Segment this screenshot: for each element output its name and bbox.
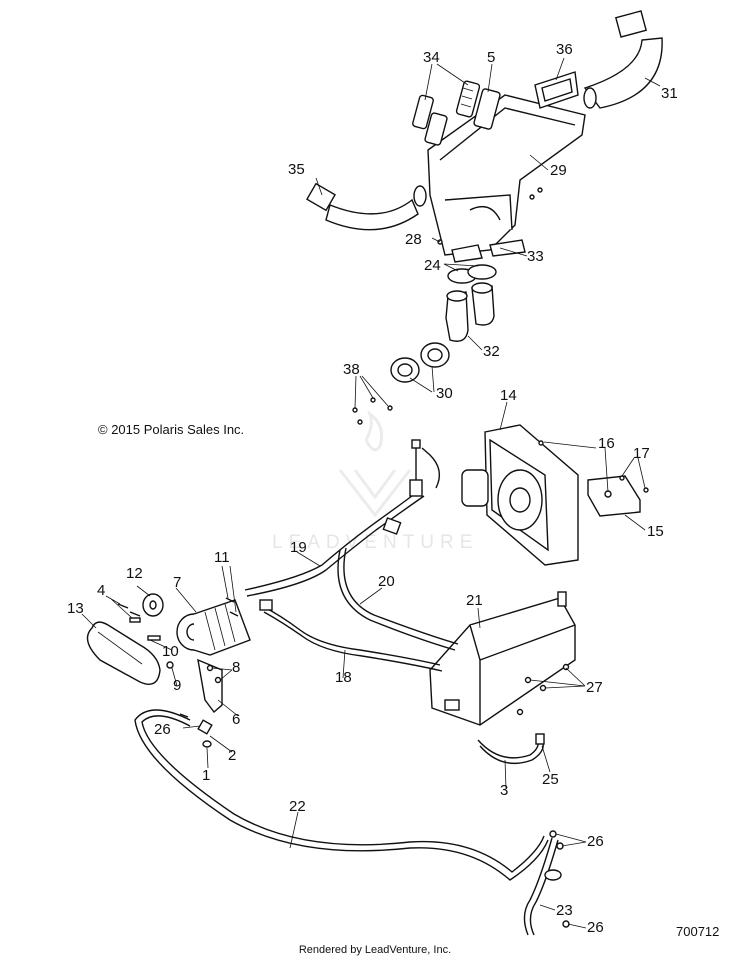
callout-28: 28 — [405, 231, 422, 248]
callout-4: 4 — [97, 582, 106, 599]
callout-29: 29 — [550, 162, 567, 179]
callout-6: 6 — [232, 711, 241, 728]
callout-14: 14 — [500, 387, 517, 404]
duct-hose-35 — [306, 182, 427, 231]
callout-12: 12 — [126, 565, 143, 582]
callout-8: 8 — [232, 659, 241, 676]
leader-lines — [81, 57, 661, 929]
callout-17: 17 — [633, 445, 650, 462]
callout-32: 32 — [483, 343, 500, 360]
fittings — [179, 187, 570, 928]
callout-5: 5 — [487, 49, 496, 66]
ac-hose-18 — [259, 599, 443, 672]
callout-1: 1 — [202, 767, 211, 784]
callout-7: 7 — [173, 574, 182, 591]
pulley-12 — [142, 593, 164, 617]
callout-30: 30 — [436, 385, 453, 402]
ac-hose-22 — [134, 709, 549, 881]
base-pad-33 — [451, 239, 526, 263]
callout-26-compressor: 26 — [154, 721, 171, 738]
callout-26-lower: 26 — [587, 833, 604, 850]
callout-19: 19 — [290, 539, 307, 556]
callout-24: 24 — [424, 257, 441, 274]
callout-26-bottom: 26 — [587, 919, 604, 936]
document-number: 700712 — [676, 924, 720, 939]
drive-belt-13 — [86, 621, 161, 685]
callout-9: 9 — [173, 677, 182, 694]
evaporator-box-21 — [429, 591, 576, 726]
drain-hose-3 — [477, 739, 544, 764]
compressor-7 — [176, 599, 251, 656]
callout-34: 34 — [423, 49, 440, 66]
air-box-housing-29 — [427, 94, 586, 256]
vent-louver-34 — [412, 80, 481, 130]
callout-20: 20 — [378, 573, 395, 590]
callout-18: 18 — [335, 669, 352, 686]
callout-13: 13 — [67, 600, 84, 617]
callout-31: 31 — [661, 85, 678, 102]
callout-10: 10 — [162, 643, 179, 660]
callout-3: 3 — [500, 782, 509, 799]
watermark-logo-icon — [338, 409, 412, 518]
duct-hose-31 — [583, 10, 663, 109]
callout-16: 16 — [598, 435, 615, 452]
bracket-15 — [538, 440, 649, 517]
ac-hose-19 — [244, 439, 441, 597]
vent-frame-36 — [534, 71, 579, 109]
ac-hose-23 — [523, 837, 562, 936]
callout-15: 15 — [647, 523, 664, 540]
footer-credit: Rendered by LeadVenture, Inc. — [298, 944, 452, 956]
fasteners-compressor — [117, 597, 239, 684]
callout-33: 33 — [527, 248, 544, 265]
callout-36: 36 — [556, 41, 573, 58]
ac-hose-20 — [337, 517, 459, 651]
callout-27: 27 — [586, 679, 603, 696]
duct-adapter-30 — [390, 342, 450, 383]
callout-21: 21 — [466, 592, 483, 609]
vent-ring-5 — [424, 88, 501, 146]
callout-38: 38 — [343, 361, 360, 378]
callout-35: 35 — [288, 161, 305, 178]
callout-11: 11 — [214, 549, 230, 566]
watermark-text: LEADVENTURE — [272, 532, 479, 553]
condenser-fan-14 — [461, 424, 579, 566]
duct-elbow-32 — [445, 282, 495, 342]
copyright-notice: © 2015 Polaris Sales Inc. — [98, 422, 245, 437]
gasket-24 — [447, 264, 497, 284]
callout-22: 22 — [289, 798, 306, 815]
callout-25: 25 — [542, 771, 559, 788]
callout-23: 23 — [556, 902, 573, 919]
callout-2: 2 — [228, 747, 237, 764]
